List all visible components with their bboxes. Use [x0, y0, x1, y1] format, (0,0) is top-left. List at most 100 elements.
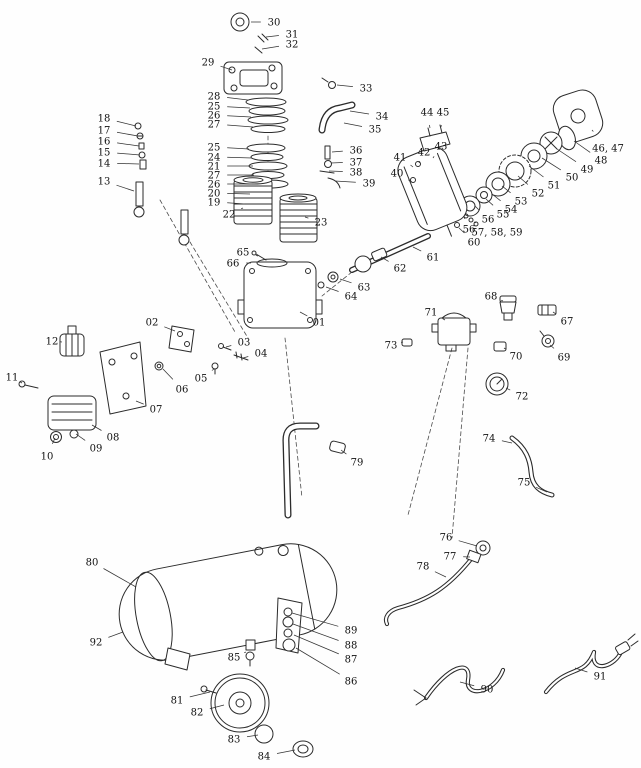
part-label-77: 77	[444, 551, 457, 562]
part-label-12: 12	[46, 336, 59, 347]
leader-line-76	[458, 540, 478, 547]
leader-line-75	[535, 486, 548, 493]
leader-line-51	[528, 165, 544, 178]
bearing-63-bore	[330, 274, 336, 280]
part-label-54: 54	[505, 204, 518, 215]
leader-line-50	[541, 157, 562, 171]
part-label-23: 23	[315, 217, 328, 228]
part-label-28: 28	[208, 91, 221, 102]
motor	[397, 146, 468, 237]
part-label-68: 68	[485, 291, 498, 302]
leader-line-39	[334, 180, 356, 183]
crankshaft	[349, 233, 431, 273]
tank	[118, 543, 338, 662]
leader-line-03	[225, 345, 232, 348]
pressure-switch	[431, 312, 477, 352]
axle-bolt	[200, 685, 217, 694]
part-label-56: 56	[482, 214, 495, 225]
part-label-38: 38	[350, 167, 363, 178]
part-label-26: 26	[208, 179, 221, 190]
stud-04	[233, 351, 249, 361]
leader-line-60	[458, 227, 465, 234]
part-label-06: 06	[176, 384, 189, 395]
part-label-56: 56	[463, 224, 476, 235]
leader-line-22	[240, 207, 244, 210]
part-label-76: 76	[440, 532, 453, 543]
leader-line-17	[116, 131, 139, 137]
leader-line-53	[501, 185, 511, 194]
part-label-09: 09	[90, 443, 103, 454]
fitting-70	[493, 341, 507, 352]
leader-line-63	[339, 278, 352, 284]
construction-lines	[159, 135, 469, 539]
part-label-42: 42	[418, 147, 431, 158]
leader-line-46-47	[591, 129, 594, 132]
leader-line-56	[474, 205, 479, 210]
part-label-69: 69	[558, 352, 571, 363]
part-label-07: 07	[150, 404, 163, 415]
shaft-sleeve	[371, 247, 388, 262]
leader-line-54	[491, 193, 501, 202]
part-label-82: 82	[191, 707, 204, 718]
part-label-80: 80	[86, 557, 99, 568]
leader-line-33	[336, 84, 353, 87]
part-label-20: 20	[208, 188, 221, 199]
part-label-27: 27	[208, 170, 221, 181]
fitting-73	[401, 338, 413, 347]
leader-line-01	[299, 311, 308, 317]
leader-line-05	[211, 368, 215, 371]
part-label-51: 51	[548, 180, 561, 191]
part-label-55: 55	[497, 209, 510, 220]
part-label-62: 62	[394, 263, 407, 274]
leader-line-04	[242, 356, 249, 359]
leader-line-78	[434, 571, 447, 578]
leader-line-15	[117, 152, 141, 156]
leader-line-92	[108, 631, 124, 638]
valve-plate-stack	[245, 97, 289, 189]
leader-line-32	[261, 45, 280, 50]
part-label-86: 86	[345, 676, 358, 687]
part-label-34: 34	[376, 111, 389, 122]
leader-line-41	[410, 164, 414, 168]
leader-line-38	[328, 170, 343, 172]
bearing-fan-stack	[454, 131, 563, 228]
leader-line-10	[52, 437, 56, 445]
part-label-11: 11	[6, 372, 19, 383]
retainer-ring	[254, 724, 274, 744]
part-label-14: 14	[98, 158, 111, 169]
leader-line-55	[485, 198, 494, 206]
diagram-artwork	[18, 12, 639, 758]
part-label-71: 71	[425, 307, 438, 318]
leader-line-83	[246, 734, 259, 738]
leader-line-43	[432, 156, 435, 159]
part-label-13: 13	[98, 176, 111, 187]
part-label-35: 35	[369, 124, 382, 135]
part-label-39: 39	[363, 178, 376, 189]
leader-line-06	[162, 368, 174, 380]
part-label-01: 01	[313, 317, 326, 328]
part-label-32: 32	[286, 39, 299, 50]
leader-line-16	[117, 142, 140, 147]
part-label-88: 88	[345, 640, 358, 651]
part-label-74: 74	[483, 433, 496, 444]
leader-line-25	[227, 147, 250, 150]
bracket-02	[168, 325, 195, 353]
part-label-15: 15	[98, 147, 111, 158]
leader-line-67	[552, 311, 557, 315]
part-label-50: 50	[566, 172, 579, 183]
part-label-87: 87	[345, 654, 358, 665]
washer-09	[69, 429, 79, 439]
leader-line-40	[408, 179, 413, 183]
leader-line-09	[75, 433, 86, 441]
wheel	[210, 673, 270, 733]
fitting-69	[539, 330, 555, 348]
leader-line-35	[343, 122, 363, 127]
part-label-16: 16	[98, 136, 111, 147]
part-label-40: 40	[391, 168, 404, 179]
part-label-33: 33	[360, 83, 373, 94]
leader-line-70	[503, 347, 506, 350]
breather-tube-2	[178, 209, 190, 246]
part-label-92: 92	[90, 637, 103, 648]
